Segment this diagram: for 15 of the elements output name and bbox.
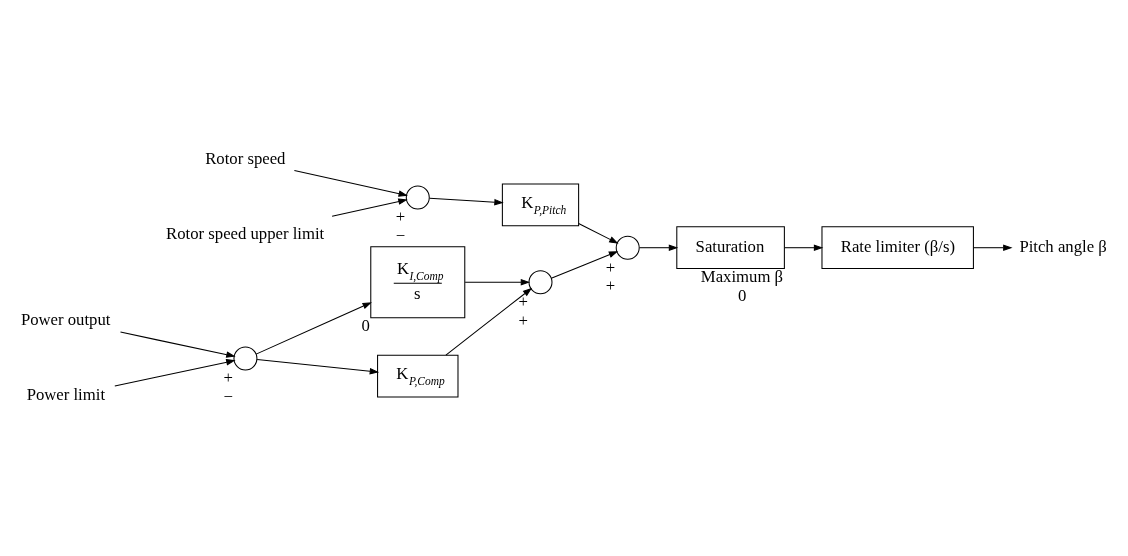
node-label: +	[605, 276, 616, 296]
node-text: Rotor speed upper limit	[166, 224, 325, 244]
node-label: +	[518, 292, 528, 312]
node-label: +	[395, 207, 406, 227]
node-text: Power output	[20, 309, 111, 329]
node-label: 0	[737, 285, 747, 305]
node-label: 0	[361, 316, 370, 336]
node-label: +	[605, 257, 616, 277]
node-text: Rotor speed	[205, 148, 286, 168]
node-label: +	[223, 368, 233, 388]
node-label: +	[518, 310, 528, 330]
node-label: −	[395, 226, 406, 246]
node-text: Pitch angle β	[1019, 236, 1107, 256]
node-label: −	[223, 387, 233, 407]
node-text: Power limit	[26, 384, 106, 404]
